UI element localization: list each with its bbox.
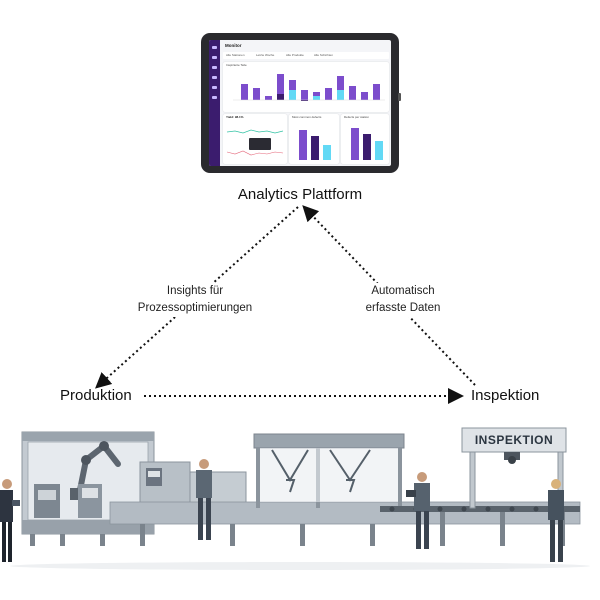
node-produktion: Produktion xyxy=(60,387,132,404)
bar xyxy=(363,134,371,160)
panel-title: Most common defects xyxy=(292,115,322,119)
bar xyxy=(277,74,284,94)
bar xyxy=(361,92,368,100)
parts-bar-chart xyxy=(233,74,385,101)
edge-line: erfasste Daten xyxy=(365,302,441,314)
bar xyxy=(241,84,248,100)
panel-title: Inspizierte Teile xyxy=(226,63,247,67)
bar xyxy=(299,130,307,160)
worker-figure xyxy=(196,459,212,540)
arrow-data xyxy=(302,205,476,386)
bar xyxy=(265,96,272,100)
yield-line-chart xyxy=(226,129,284,156)
nav-icon[interactable] xyxy=(212,46,217,49)
station-bar-chart xyxy=(351,128,383,160)
bar xyxy=(375,141,383,160)
bar xyxy=(301,100,308,101)
filter-products[interactable]: Alle Produkte xyxy=(286,53,304,57)
filter-period[interactable]: Letzte Woche xyxy=(256,53,275,57)
side-button xyxy=(398,93,401,101)
conveyor-base xyxy=(109,501,581,525)
edge-label-insights: Insights für Prozessoptimierungen xyxy=(130,283,260,317)
bar xyxy=(351,128,359,160)
filter-shifts[interactable]: Alle Schichten xyxy=(314,53,334,57)
nav-icon[interactable] xyxy=(212,96,217,99)
dashboard-sidebar xyxy=(209,40,220,166)
defects-bar-chart xyxy=(299,130,331,160)
bar xyxy=(313,96,320,100)
worker-figure xyxy=(0,479,20,562)
bar xyxy=(337,90,344,100)
factory-scene xyxy=(0,427,590,570)
chart-tooltip xyxy=(249,138,271,150)
nav-icon[interactable] xyxy=(212,56,217,59)
dashboard-title: Monitor xyxy=(225,43,242,48)
node-analytics-platform: Analytics Plattform xyxy=(237,186,363,203)
nav-icon[interactable] xyxy=(212,66,217,69)
bar xyxy=(311,136,319,160)
nav-icon[interactable] xyxy=(212,86,217,89)
bar xyxy=(277,94,284,100)
parts-chart-panel: Inspizierte Teile xyxy=(223,62,389,112)
defect-line xyxy=(226,150,284,156)
delta-robot-station xyxy=(253,433,405,508)
bar xyxy=(253,88,260,100)
inspection-gate xyxy=(461,427,567,509)
filter-stations[interactable]: Alle Stationen xyxy=(226,53,245,57)
bar xyxy=(337,76,344,90)
conveyor-belt xyxy=(380,506,580,512)
dashboard-screen: Monitor Alle Stationen Letzte Woche Alle… xyxy=(209,40,391,166)
filter-bar: Alle Stationen Letzte Woche Alle Produkt… xyxy=(223,52,389,59)
edge-line: Insights für xyxy=(166,285,224,297)
tablet-device: Monitor Alle Stationen Letzte Woche Alle… xyxy=(201,33,401,173)
edge-label-data: Automatisch erfasste Daten xyxy=(348,283,458,317)
node-inspektion: Inspektion xyxy=(471,387,540,404)
worker-figure xyxy=(548,479,564,562)
bar xyxy=(301,90,308,100)
common-defects-panel: Most common defects xyxy=(289,114,339,164)
bar xyxy=(373,84,380,100)
inspection-sign: INSPEKTION xyxy=(474,433,554,447)
yield-panel: Yield: 98.1% xyxy=(223,114,287,164)
edge-line: Automatisch xyxy=(371,285,435,297)
bar xyxy=(323,145,331,160)
bar xyxy=(349,86,356,100)
yield-value: Yield: 98.1% xyxy=(226,115,244,119)
panel-title: Defects per station xyxy=(344,115,370,119)
worker-figure xyxy=(406,472,430,549)
nav-icon[interactable] xyxy=(212,76,217,79)
yield-line xyxy=(226,129,284,134)
bar xyxy=(289,80,296,90)
station-defects-panel: Defects per station xyxy=(341,114,389,164)
bar xyxy=(289,90,296,100)
edge-line: Prozessoptimierungen xyxy=(137,302,253,314)
bar xyxy=(325,88,332,100)
